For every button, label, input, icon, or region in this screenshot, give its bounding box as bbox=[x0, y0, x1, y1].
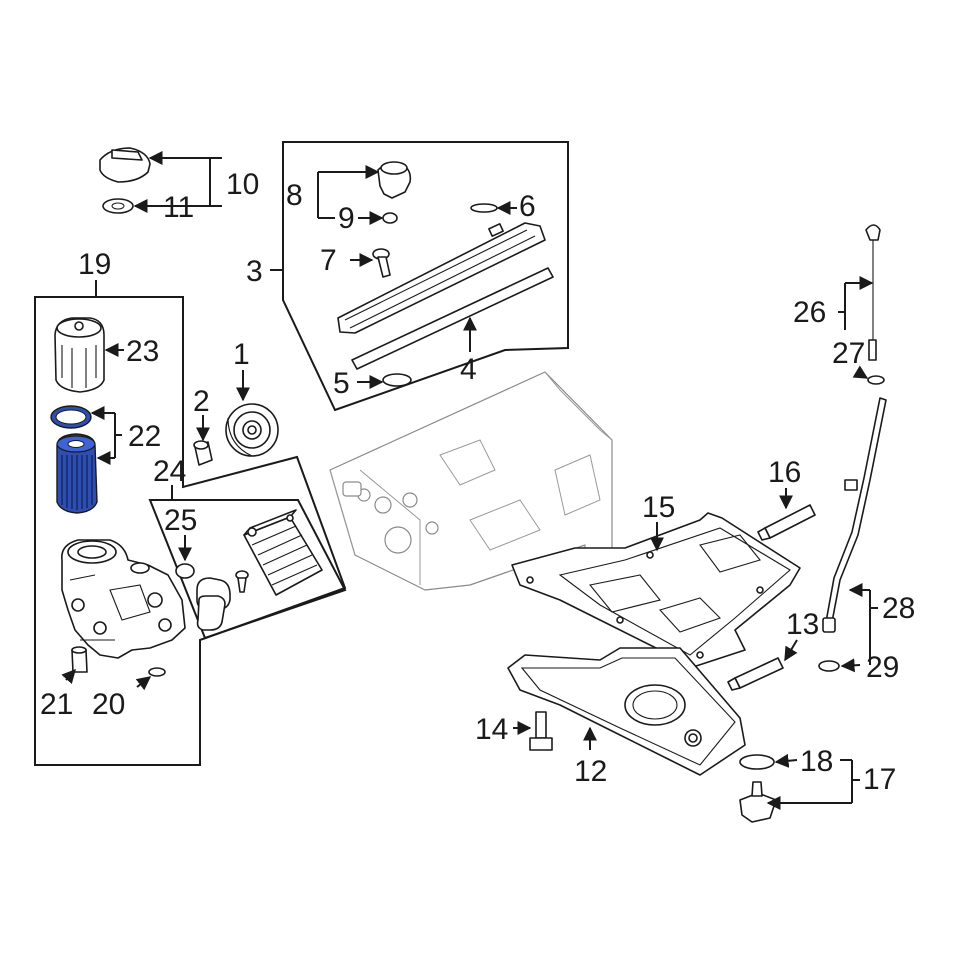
callout-14: 14 bbox=[475, 713, 508, 746]
callouts: 1 2 3 4 5 6 7 8 9 10 11 12 13 14 15 16 1… bbox=[40, 168, 915, 796]
leader-lines bbox=[61, 151, 878, 810]
oil-pan-upper bbox=[511, 512, 801, 669]
callout-17: 17 bbox=[863, 763, 896, 796]
callout-24: 24 bbox=[153, 455, 186, 488]
seal-5 bbox=[382, 373, 412, 387]
callout-11: 11 bbox=[163, 191, 194, 224]
callout-23: 23 bbox=[126, 335, 159, 368]
engine-block-ghost bbox=[329, 371, 613, 591]
oil-filler-cap bbox=[99, 147, 151, 183]
sealant-tube-13 bbox=[727, 657, 784, 691]
oil-filler-neck bbox=[377, 161, 412, 199]
cooler-gaskets bbox=[175, 563, 231, 631]
callout-8: 8 bbox=[286, 179, 303, 212]
dipstick-seal-27 bbox=[867, 375, 885, 385]
oil-cooler bbox=[243, 509, 323, 596]
callout-12: 12 bbox=[574, 755, 607, 788]
dipstick-tube bbox=[822, 397, 887, 633]
dipstick bbox=[865, 224, 881, 361]
filter-o-ring-highlighted bbox=[50, 405, 92, 429]
callout-3: 3 bbox=[246, 255, 263, 288]
callout-4: 4 bbox=[460, 353, 477, 386]
callout-9: 9 bbox=[338, 202, 355, 235]
valve-cover-gasket bbox=[351, 267, 554, 370]
seal-6 bbox=[470, 203, 498, 213]
callout-5: 5 bbox=[333, 367, 350, 400]
callout-6: 6 bbox=[519, 190, 536, 223]
valve-cover bbox=[337, 222, 546, 334]
callout-16: 16 bbox=[768, 456, 801, 489]
oil-filter-cap bbox=[54, 317, 105, 393]
plug-21 bbox=[71, 646, 88, 673]
callout-19: 19 bbox=[78, 248, 111, 281]
callout-22: 22 bbox=[128, 420, 161, 453]
group-box-3 bbox=[282, 141, 569, 412]
oil-pan-lower bbox=[507, 647, 746, 776]
oil-filter-element-highlighted bbox=[56, 433, 98, 514]
oil-filter-housing bbox=[61, 539, 186, 659]
callout-7: 7 bbox=[320, 244, 337, 277]
bolt-7 bbox=[372, 248, 391, 278]
callout-2: 2 bbox=[193, 385, 210, 418]
callout-10: 10 bbox=[226, 168, 259, 201]
callout-27: 27 bbox=[832, 337, 865, 370]
callout-20: 20 bbox=[92, 688, 125, 721]
callout-21: 21 bbox=[40, 688, 73, 721]
dipstick-seal-29 bbox=[818, 660, 840, 672]
callout-25: 25 bbox=[164, 504, 197, 537]
pulley bbox=[225, 403, 279, 457]
callout-29: 29 bbox=[866, 651, 899, 684]
sealant-tube-16 bbox=[757, 504, 816, 541]
callout-26: 26 bbox=[793, 296, 826, 329]
cooler-bolt bbox=[235, 570, 249, 593]
seal-18 bbox=[739, 754, 775, 770]
callout-28: 28 bbox=[882, 592, 915, 625]
bolt-2 bbox=[193, 440, 213, 466]
callout-18: 18 bbox=[800, 745, 833, 778]
callout-1: 1 bbox=[233, 338, 250, 371]
callout-15: 15 bbox=[642, 491, 675, 524]
o-ring-9 bbox=[382, 212, 398, 224]
cap-seal bbox=[102, 198, 134, 214]
callout-13: 13 bbox=[786, 608, 819, 641]
group-box-24 bbox=[148, 499, 347, 640]
seal-20 bbox=[148, 667, 166, 677]
pan-bolt-14 bbox=[529, 711, 553, 751]
